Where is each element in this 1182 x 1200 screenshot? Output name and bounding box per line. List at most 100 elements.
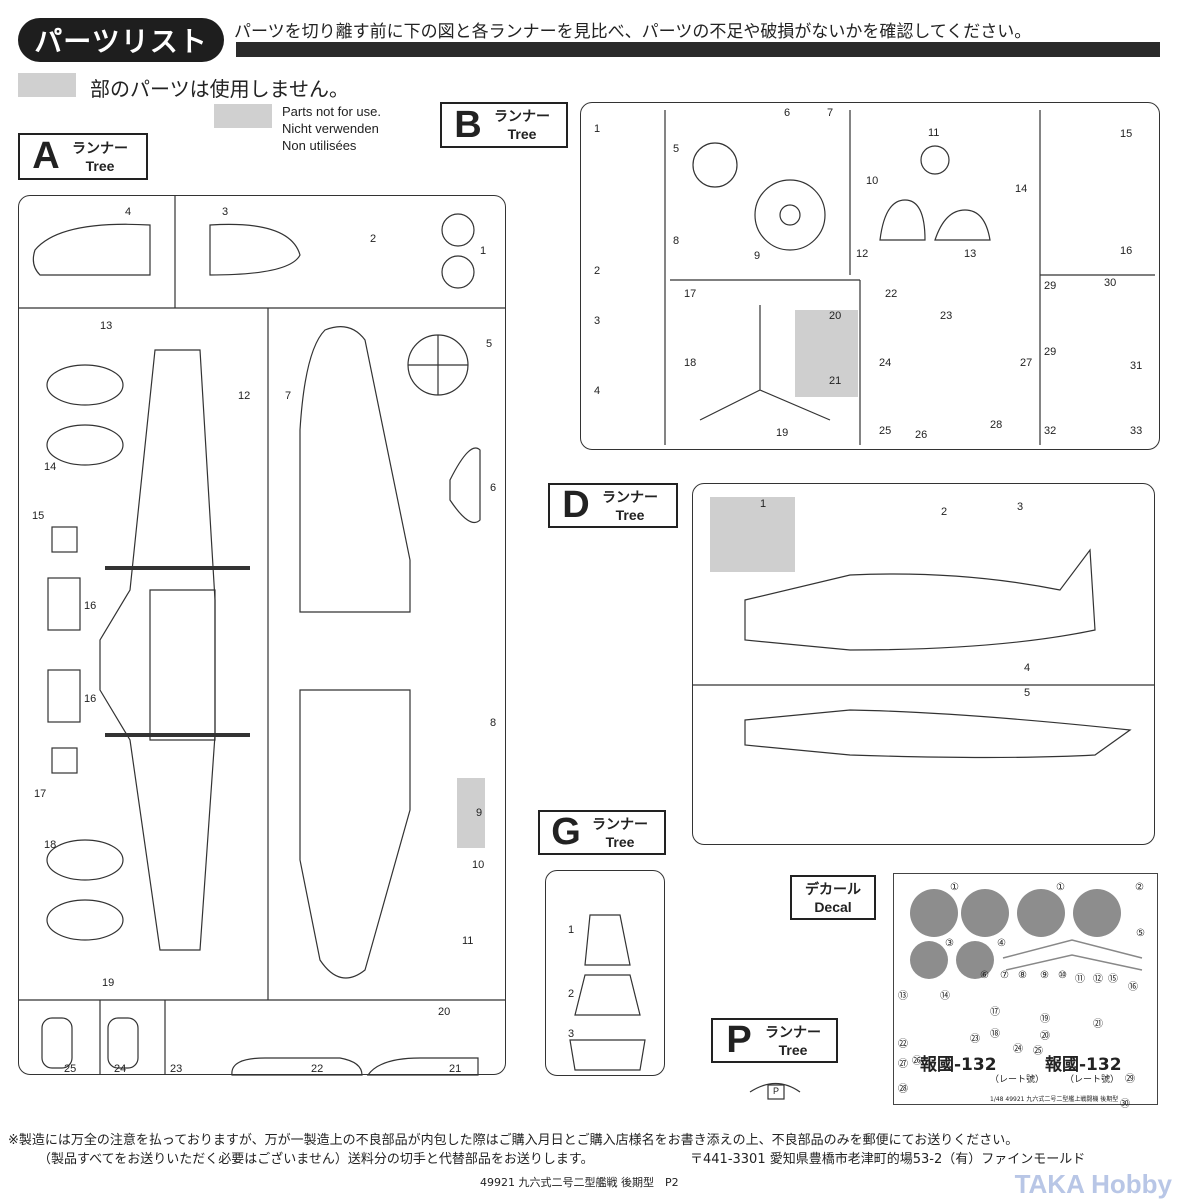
part-number-b: 29 — [1044, 280, 1057, 292]
tree-word: Tree — [615, 506, 645, 523]
tree-word: Tree — [507, 126, 537, 142]
decal-number: ⑳ — [1040, 1031, 1050, 1042]
decal-number: ② — [1135, 882, 1144, 893]
part-number-b: 25 — [879, 425, 892, 437]
decal-number: ⑰ — [990, 1007, 1000, 1018]
decal-number: ⑱ — [990, 1029, 1000, 1040]
unused-part-d1 — [710, 497, 795, 572]
footer-note-1: ※製造には万全の注意を払っておりますが、万が一製造上の不良部品が内包した際はご購… — [8, 1133, 1019, 1148]
note-de: Nicht verwenden — [282, 121, 379, 136]
part-number-a: 4 — [125, 206, 132, 218]
decal-number: ㉔ — [1013, 1044, 1023, 1055]
part-number-a: 23 — [170, 1063, 183, 1075]
part-number-b: 30 — [1104, 277, 1117, 289]
part-number-a: 25 — [64, 1063, 77, 1075]
decal-sheet — [893, 873, 1158, 1105]
part-number-a: 24 — [114, 1063, 127, 1075]
part-number-d: 2 — [941, 506, 948, 518]
decal-note-1: （レート號） — [990, 1075, 1045, 1085]
watermark: TAKA Hobby — [1014, 1169, 1172, 1199]
decal-number: ③ — [945, 938, 954, 949]
runner-word: ランナー — [765, 1023, 821, 1040]
part-number-b: 16 — [1120, 245, 1133, 257]
part-number-a: 8 — [490, 717, 497, 729]
runner-b-frame — [580, 102, 1160, 450]
part-number-b: 19 — [776, 427, 789, 439]
tree-word: Tree — [778, 1041, 808, 1058]
runner-letter: D — [562, 484, 590, 526]
unused-part-a9 — [457, 778, 485, 848]
part-number-b: 8 — [673, 235, 680, 247]
decal-number: ⑦ — [1000, 970, 1009, 981]
decal-number: ⑯ — [1128, 982, 1138, 993]
decal-number: ㉚ — [1120, 1099, 1130, 1110]
not-used-note-jp: 部のパーツは使用しません。 — [90, 77, 349, 101]
decal-number: ⑲ — [1040, 1014, 1050, 1025]
decal-fine-print: 1/48 49921 九六式二号二型艦上戦闘機 後期型 — [990, 1096, 1119, 1103]
part-number-a: 20 — [438, 1006, 451, 1018]
not-used-swatch-small — [214, 104, 272, 128]
part-number-b: 26 — [915, 429, 928, 441]
decal-label-en: Decal — [814, 898, 852, 915]
part-number-b: 23 — [940, 310, 953, 322]
part-number-b: 17 — [684, 288, 697, 300]
part-number-d: 4 — [1024, 662, 1031, 674]
footer-note-2: （製品すべてをお送りいただく必要はございません）送料分の切手と代替部品をお送りし… — [38, 1152, 594, 1167]
tree-word: Tree — [85, 157, 115, 174]
note-fr: Non utilisées — [282, 138, 357, 153]
part-number-a: 16 — [84, 600, 97, 612]
part-number-a: 13 — [100, 320, 113, 332]
part-number-b: 33 — [1130, 425, 1143, 437]
decal-number: ⑫ — [1093, 974, 1103, 985]
part-number-a: 16 — [84, 693, 97, 705]
part-number-b: 11 — [928, 127, 940, 139]
runner-g-frame — [545, 870, 665, 1076]
parts-list-title: パーツリスト — [18, 18, 224, 62]
part-number-a: 17 — [34, 788, 47, 800]
decal-label-jp: デカール — [805, 880, 861, 897]
decal-marking-2: 報國-132 — [1045, 1055, 1122, 1075]
part-number-b: 22 — [885, 288, 898, 300]
decal-number: ⑧ — [1018, 970, 1027, 981]
part-number-d: 3 — [1017, 501, 1024, 513]
part-number-b: 24 — [879, 357, 892, 369]
decal-number: ⑤ — [1136, 928, 1145, 939]
part-number-a: 15 — [32, 510, 45, 522]
decal-number: ⑬ — [898, 991, 908, 1002]
part-number-a: 7 — [285, 390, 292, 402]
decal-number: ⑩ — [1058, 970, 1067, 981]
part-number-b: 4 — [594, 385, 601, 397]
decal-number: ㉙ — [1125, 1074, 1135, 1085]
decal-note-2: （レート號） — [1065, 1075, 1120, 1085]
part-number-b: 12 — [856, 248, 869, 260]
part-number-a: 5 — [486, 338, 493, 350]
decal-number: ㉒ — [898, 1039, 908, 1050]
not-used-swatch — [18, 73, 76, 97]
decal-number: ㉖ — [912, 1056, 922, 1067]
decal-number: ㉗ — [898, 1059, 908, 1070]
part-number-d: 1 — [760, 498, 767, 510]
part-number-b: 7 — [827, 107, 834, 119]
footer-address: 〒441-3301 愛知県豊橋市老津町的場53-2（有）ファインモールド — [690, 1152, 1086, 1167]
part-number-b: 21 — [829, 375, 842, 387]
runner-word: ランナー — [602, 488, 658, 505]
tree-word: Tree — [605, 833, 635, 850]
part-number-b: 5 — [673, 143, 680, 155]
decal-number: ⑪ — [1075, 974, 1085, 985]
part-number-b: 32 — [1044, 425, 1057, 437]
decal-number: ㉘ — [898, 1084, 908, 1095]
part-number-a: 3 — [222, 206, 229, 218]
part-number-b: 6 — [784, 107, 791, 119]
part-number-g: 1 — [568, 924, 575, 936]
part-number-a: 2 — [370, 233, 377, 245]
runner-letter: B — [454, 103, 482, 146]
decal-number: ④ — [997, 938, 1006, 949]
instruction-text: パーツを切り離す前に下の図と各ランナーを見比べ、パーツの不足や破損がないかを確認… — [234, 22, 1032, 42]
runner-word: ランナー — [72, 139, 128, 156]
